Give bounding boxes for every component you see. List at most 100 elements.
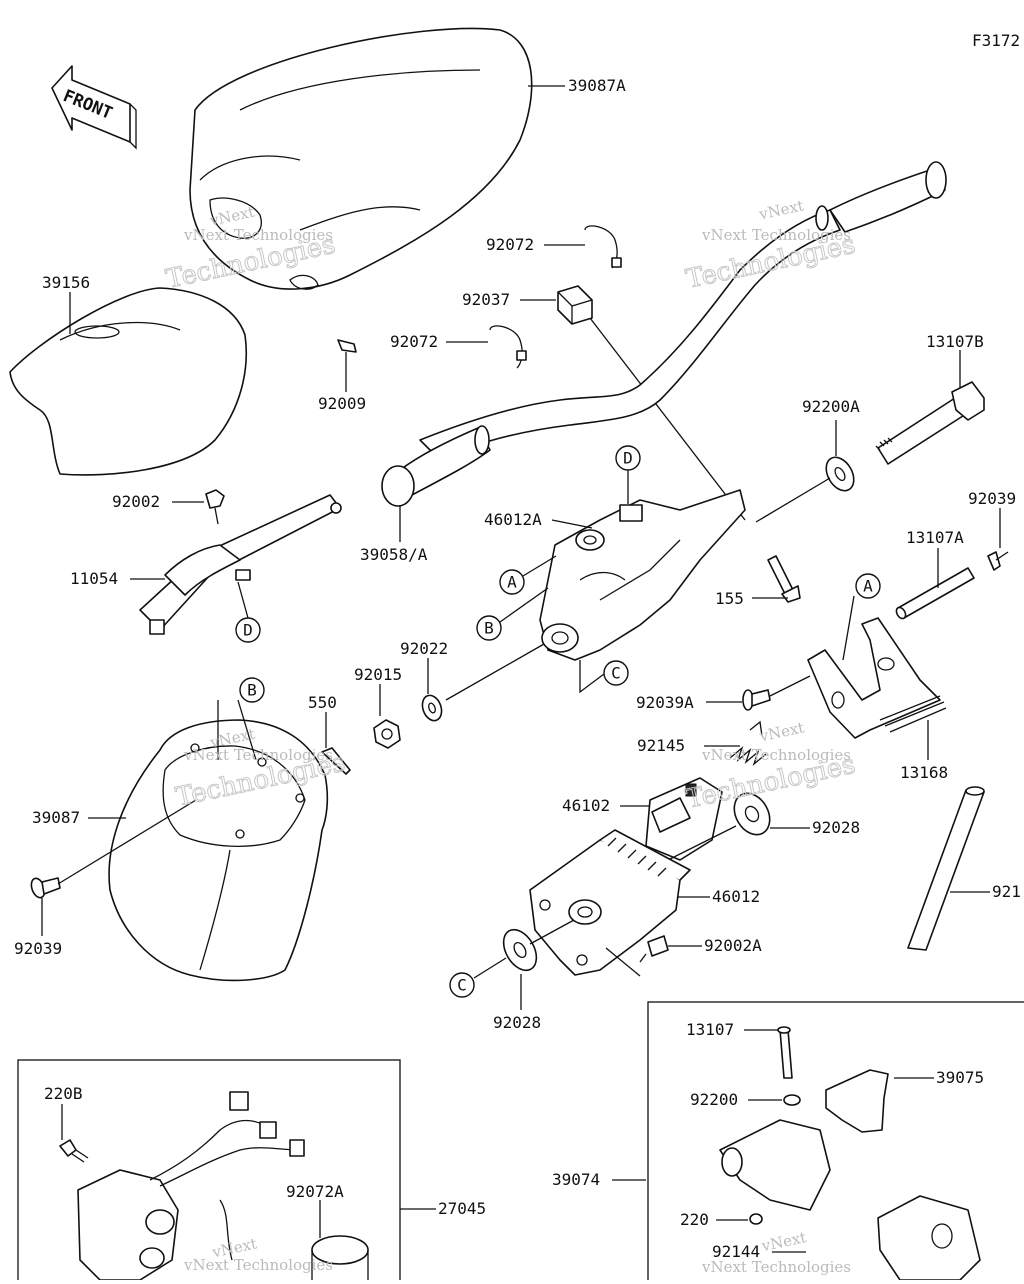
part-label-92200: 92200 xyxy=(690,1090,738,1109)
part-label-13107: 13107 xyxy=(686,1020,734,1039)
callout-C-center-letter: C xyxy=(611,664,621,683)
washer-92028-bottom-icon xyxy=(502,928,538,972)
rod-921-icon xyxy=(907,786,985,951)
part-label-39058A: 39058/A xyxy=(360,545,428,564)
part-label-92144: 92144 xyxy=(712,1242,760,1261)
callout-A-right xyxy=(855,573,881,599)
screw-550-icon xyxy=(321,747,351,775)
watermark-brand-2: vNext Technologies xyxy=(701,226,851,244)
part-label-46012A: 46012A xyxy=(484,510,542,529)
bolt-92002-icon xyxy=(205,489,225,525)
part-label-92039-right: 92039 xyxy=(968,489,1016,508)
part-label-92002: 92002 xyxy=(112,492,160,511)
callout-A-center-letter: A xyxy=(507,573,517,592)
clip-92037-icon xyxy=(557,285,593,325)
watermark-brand-6: vNext Technologies xyxy=(701,1258,851,1276)
rivet-92039-left-icon xyxy=(30,877,61,899)
callout-B-left xyxy=(239,677,265,703)
callout-B-center-letter: B xyxy=(484,619,494,638)
washer-92200-icon xyxy=(783,1094,801,1106)
part-label-46102: 46102 xyxy=(562,796,610,815)
lever-13168 xyxy=(807,617,947,739)
callout-B-center xyxy=(476,615,502,641)
holder-46012 xyxy=(529,829,691,976)
callout-C-bottom xyxy=(449,972,475,998)
pin-13107A-icon xyxy=(895,567,975,620)
part-label-92028-bottom: 92028 xyxy=(493,1013,541,1032)
watermark-brand-5: vNext Technologies xyxy=(183,1256,333,1274)
handlebar xyxy=(381,161,947,507)
switch-assembly-27045 xyxy=(77,1091,305,1281)
bolt-155-icon xyxy=(767,555,801,603)
part-label-39156: 39156 xyxy=(42,273,90,292)
bolt-92002A-icon xyxy=(639,935,669,963)
bolt-13107B-icon xyxy=(875,381,985,465)
screw-220B-icon xyxy=(59,1139,89,1163)
rivet-92039A-icon xyxy=(742,689,771,711)
callout-C-center xyxy=(603,660,629,686)
part-label-39074: 39074 xyxy=(552,1170,600,1189)
part-label-39087A: 39087A xyxy=(568,76,626,95)
washer-92028-right-icon xyxy=(733,792,771,836)
watermark-brand-3: vNext Technologies xyxy=(183,746,333,764)
watermark-brand-1: vNext Technologies xyxy=(183,226,333,244)
part-label-92009: 92009 xyxy=(318,394,366,413)
part-label-92072-top: 92072 xyxy=(486,235,534,254)
callout-D-left xyxy=(235,617,261,643)
screw-92009-icon xyxy=(337,339,357,353)
washer-92200A-icon xyxy=(825,456,855,492)
part-label-92028-right: 92028 xyxy=(812,818,860,837)
callout-C-bottom-letter: C xyxy=(457,976,467,995)
screw-220-icon xyxy=(749,1213,763,1225)
callout-A-right-letter: A xyxy=(863,577,873,596)
part-label-39075: 39075 xyxy=(936,1068,984,1087)
inset-box-27045 xyxy=(17,1059,401,1284)
lower-cover-39087 xyxy=(108,719,329,982)
part-label-155: 155 xyxy=(715,589,744,608)
part-label-220B: 220B xyxy=(44,1084,83,1103)
part-label-11054: 11054 xyxy=(70,569,118,588)
part-label-92002A: 92002A xyxy=(704,936,762,955)
watermark-6: vNext xyxy=(759,1228,808,1255)
part-label-92200A: 92200A xyxy=(802,397,860,416)
part-label-92039-left: 92039 xyxy=(14,939,62,958)
part-label-92015: 92015 xyxy=(354,665,402,684)
rivet-92039-right-icon xyxy=(987,551,1009,571)
svg-text:vNext: vNext xyxy=(759,1228,808,1255)
callout-D-right-letter: D xyxy=(623,449,633,468)
band-92072-top-icon xyxy=(584,225,622,269)
part-label-13168: 13168 xyxy=(900,763,948,782)
bracket-11054 xyxy=(139,494,342,635)
part-label-13107B: 13107B xyxy=(926,332,984,351)
part-label-13107A: 13107A xyxy=(906,528,964,547)
part-label-92145: 92145 xyxy=(637,736,685,755)
part-label-220: 220 xyxy=(680,1210,709,1229)
bracket-39075 xyxy=(825,1069,889,1133)
figure-code: F3172 xyxy=(972,31,1020,50)
washer-92022-icon xyxy=(421,694,443,722)
pin-13107-icon xyxy=(777,1026,793,1079)
part-label-550: 550 xyxy=(308,693,337,712)
upper-cover-39087A xyxy=(189,27,533,290)
band-92072A-icon xyxy=(219,1199,369,1280)
callout-A-center xyxy=(499,569,525,595)
part-label-92037: 92037 xyxy=(462,290,510,309)
callout-D-left-letter: D xyxy=(243,621,253,640)
pad-39156 xyxy=(9,287,248,476)
band-92072-mid-icon xyxy=(489,325,527,369)
part-label-46012: 46012 xyxy=(712,887,760,906)
svg-text:vNext: vNext xyxy=(757,196,806,223)
part-label-27045: 27045 xyxy=(438,1199,486,1218)
part-label-92072A: 92072A xyxy=(286,1182,344,1201)
spring-92145-icon xyxy=(729,720,767,766)
callout-B-left-letter: B xyxy=(247,681,257,700)
front-arrow-icon: FRONT xyxy=(51,65,137,150)
part-label-921: 921 xyxy=(992,882,1021,901)
svg-text:vNext: vNext xyxy=(757,718,806,745)
part-label-92022: 92022 xyxy=(400,639,448,658)
nut-92015-icon xyxy=(373,719,401,749)
inset-box-39074 xyxy=(647,1001,1024,1284)
holder-46012A xyxy=(539,489,746,661)
callout-D-right xyxy=(615,445,641,471)
part-label-92072-mid: 92072 xyxy=(390,332,438,351)
